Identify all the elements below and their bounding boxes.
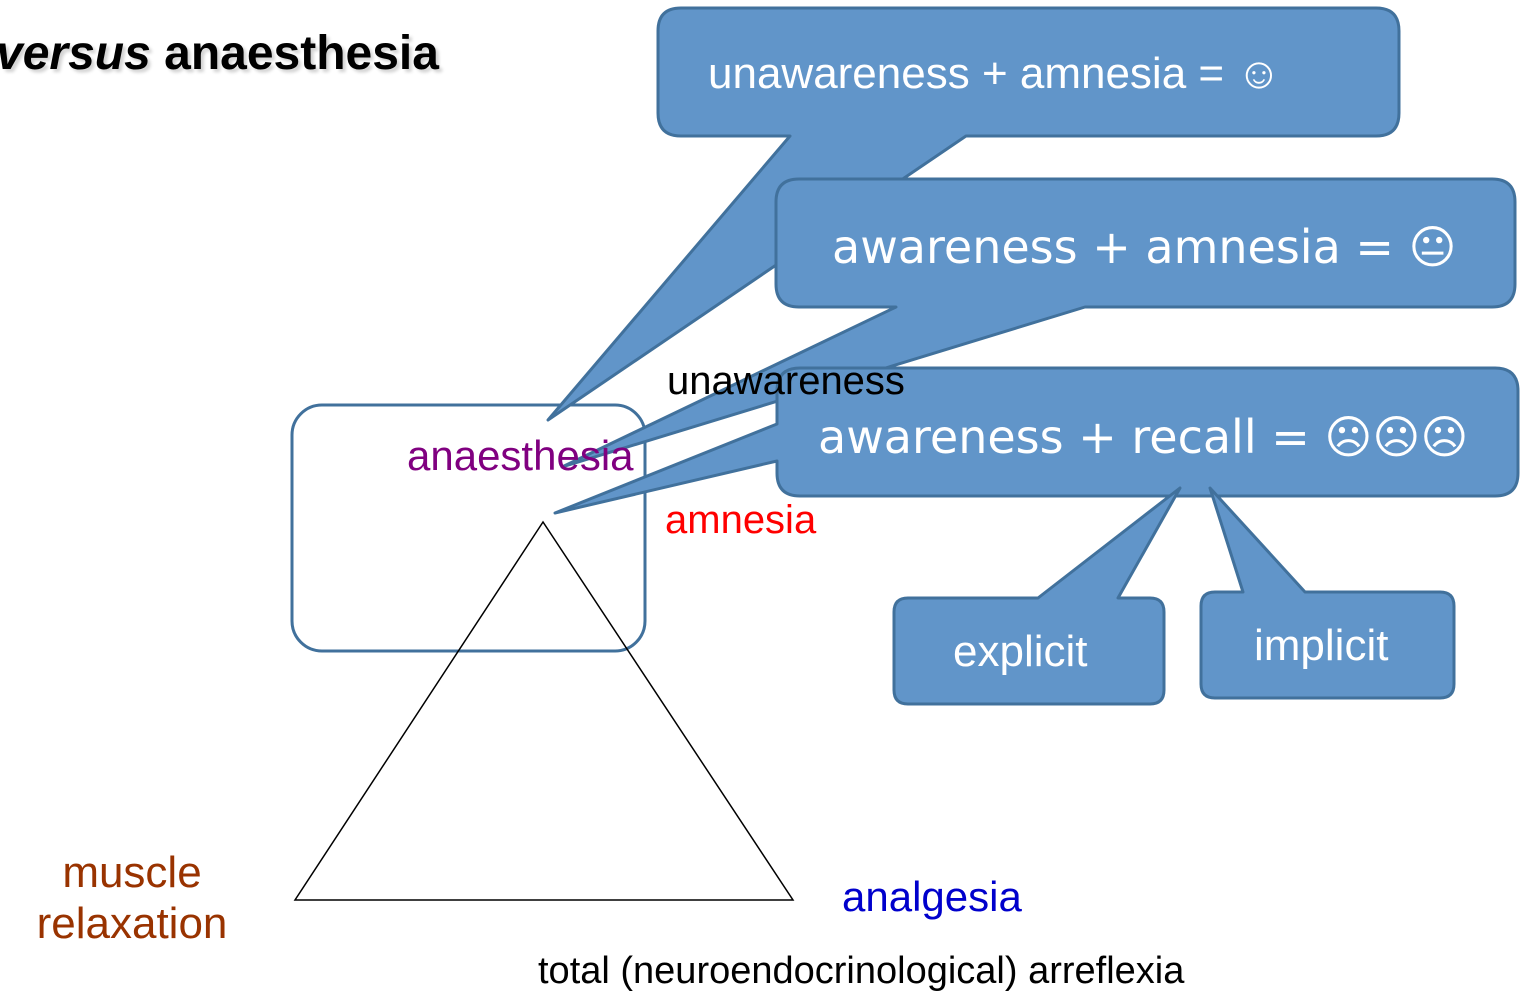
- callout-unawareness-amnesia: [546, 6, 1401, 422]
- callout-unawareness-amnesia-text: unawareness + amnesia = ☺: [708, 49, 1282, 98]
- unawareness-label: unawareness: [667, 359, 905, 403]
- muscle-label-line2: relaxation: [36, 898, 228, 948]
- callout-awareness-recall-text: awareness + recall = ☹☹☹: [818, 410, 1469, 464]
- analgesia-label: analgesia: [842, 873, 1022, 920]
- title-italic: versus: [0, 27, 151, 80]
- muscle-label-line1: muscle: [62, 848, 202, 897]
- callout-explicit: [892, 486, 1182, 706]
- callout-implicit: [1199, 486, 1456, 700]
- callout-implicit-text: implicit: [1254, 621, 1389, 670]
- arreflexia-label: total (neuroendocrinological) arreflexia: [538, 950, 1185, 992]
- anaesthesia-box: [290, 403, 647, 653]
- title-rest: anaesthesia: [150, 27, 439, 80]
- anaesthesia-label: anaesthesia: [407, 432, 634, 479]
- anaesthesia-triangle: [293, 520, 795, 901]
- callout-explicit-text: explicit: [953, 627, 1088, 676]
- amnesia-label: amnesia: [665, 498, 817, 542]
- callout-awareness-amnesia-text: awareness + amnesia = 😐: [832, 220, 1457, 274]
- slide-title: versus anaesthesia: [0, 27, 439, 81]
- muscle-relaxation-label: muscle relaxation: [20, 848, 244, 949]
- callout-awareness-recall: [553, 366, 1520, 515]
